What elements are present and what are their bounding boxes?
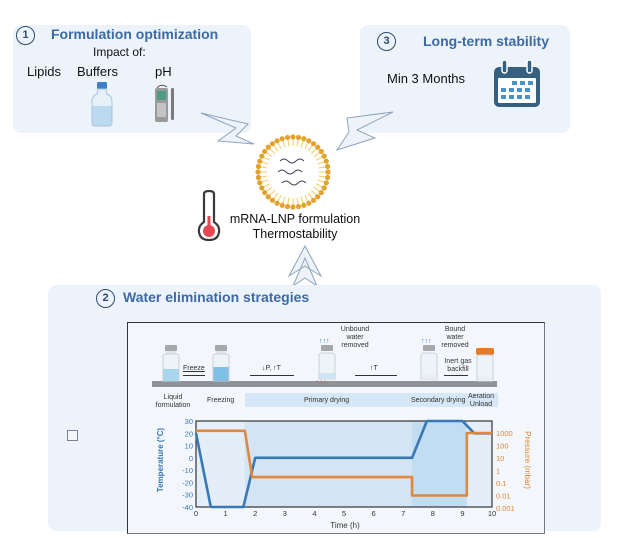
y2-tick-label: 0.01 [496,492,511,501]
step-backfill-arrow [444,375,468,376]
x-tick-label: 3 [283,509,287,518]
phase-region [244,421,413,507]
x-tick-label: 1 [224,509,228,518]
temperature-series-line [194,419,492,509]
arrow-right-chevron-icon [335,111,394,151]
water-title: Water elimination strategies [123,289,310,305]
mrna-strand [279,158,305,164]
center-title: mRNA-LNP formulation Thermostability [225,212,365,242]
x-tick-label: 6 [372,509,376,518]
x-tick-label: 5 [342,509,346,518]
calendar-icon [494,59,540,107]
y2-tick-label: 0.1 [496,479,506,488]
process-shelf [152,381,497,387]
svg-text:↑ ↑ ↑: ↑ ↑ ↑ [316,379,326,383]
y-tick-label: -20 [182,478,193,487]
x-tick-label: 0 [194,509,198,518]
y-tick-label: -40 [182,503,193,512]
y-tick-label: 30 [185,417,193,426]
factor-buffers: Buffers [77,64,118,79]
step-number-badge: 3 [377,32,396,51]
vial-primary-icon: ↑↑↑ ↑ ↑ ↑ [316,338,336,383]
factor-lipids: Lipids [27,64,61,79]
mrna-strand [277,169,303,175]
stage-primary-drying: Primary drying [304,397,350,404]
stage-aeration: Aeration Unload [467,393,495,408]
svg-text:↑↑↑: ↑↑↑ [421,338,432,345]
thermometer-icon [197,190,221,242]
step-primary-label: ↓P, ↑T [262,365,281,372]
lnp-icon [255,134,331,210]
bottle-icon [91,82,113,127]
arrow-up-chevron-icon [287,244,323,288]
vial-frozen-icon [212,345,230,382]
y-tick-label: 20 [185,429,193,438]
x-axis-label: Time (h) [330,521,360,530]
stage-freezing: Freezing [207,397,235,404]
step-freeze-label: Freeze [183,365,205,372]
formulation-title: Formulation optimization [51,26,219,42]
step-secondary-label: ↑T [370,365,378,372]
y-tick-label: -30 [182,491,193,500]
y-tick-label: -10 [182,466,193,475]
y2-tick-label: 100 [496,442,509,451]
y2-tick-label: 0.001 [496,504,515,513]
stability-title: Long-term stability [423,33,550,49]
x-tick-label: 10 [488,509,496,518]
step-number-badge: 1 [16,26,35,45]
step-number-badge: 2 [96,289,115,308]
stage-band [245,393,498,407]
step-primary-arrow [250,375,294,376]
y2-tick-label: 1 [496,467,500,476]
x-tick-label: 7 [401,509,405,518]
factor-ph: pH [155,64,172,79]
y-tick-label: 0 [189,454,193,463]
y2-tick-label: 1000 [496,429,513,438]
annotation-bound: Bound water removed [441,326,469,349]
ph-meter-icon [155,84,174,122]
pressure-series-line [196,429,492,497]
step-freeze-arrow [183,375,205,376]
x-tick-label: 8 [431,509,435,518]
checkbox[interactable] [67,430,78,441]
mrna-strand [281,180,307,186]
y-axis-label: Temperature (°C) [156,427,165,492]
center-line2: Thermostability [252,227,338,241]
x-tick-label: 2 [253,509,257,518]
y2-axis-label: Pressure (mbar) [523,431,532,489]
stage-secondary-drying: Secondary drying [411,397,466,404]
step-secondary-arrow [355,375,397,376]
x-tick-label: 4 [312,509,316,518]
step-backfill-label: Inert gas backfill [444,358,472,373]
arrow-left-chevron-icon [200,112,255,145]
impact-label: Impact of: [93,45,146,59]
y2-tick-label: 10 [496,454,504,463]
plot-area [195,420,493,508]
svg-text:↑↑↑: ↑↑↑ [319,338,330,345]
center-line1: mRNA-LNP formulation [229,212,361,226]
vial-sealed-icon [476,348,494,382]
stage-liquid: Liquid formulation [155,394,191,409]
stability-duration: Min 3 Months [387,71,466,86]
x-tick-label: 9 [460,509,464,518]
vial-secondary-icon: ↑↑↑ [420,338,438,380]
phase-region [412,421,467,507]
y-tick-label: 10 [185,442,193,451]
annotation-unbound: Unbound water removed [340,326,370,349]
vial-liquid-icon [162,345,180,382]
